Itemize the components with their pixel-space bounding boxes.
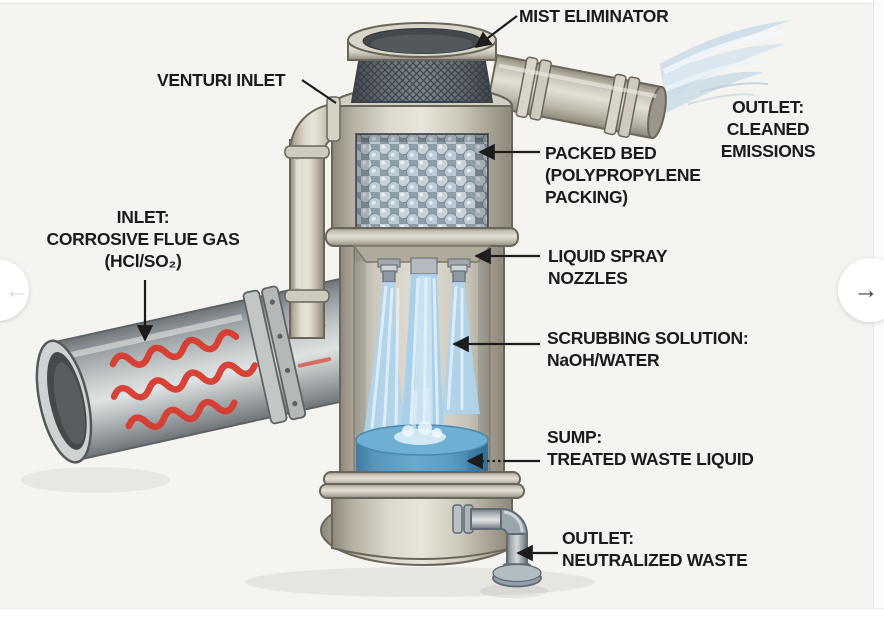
carousel-prev-button[interactable]: ← [0,259,30,321]
label-sump: SUMP: TREATED WASTE LIQUID [547,427,754,469]
bottom-page-edge [0,608,884,617]
cleaned-emissions-stream [660,20,792,113]
label-venturi-inlet: VENTURI INLET [157,70,286,90]
arrow-right-icon: → [853,275,879,304]
corrosive-gas-waves [109,329,258,430]
label-mist-eliminator: MIST ELIMINATOR [519,6,669,26]
label-scrubbing-solution: SCRUBBING SOLUTION: NaOH/WATER [547,328,749,370]
label-packed-bed: PACKED BED (POLYPROPYLENE PACKING) [545,143,701,207]
vessel-top-rim [347,22,497,61]
scrubber-vessel [319,22,526,566]
leader-lines [136,15,558,562]
packed-bed-window [355,133,489,231]
label-outlet-cleaned-emissions: OUTLET: CLEANED EMISSIONS [720,97,816,161]
outlet-pipe [485,53,667,140]
label-liquid-spray-nozzles: LIQUID SPRAY NOZZLES [548,246,668,288]
arrow-left-icon: ← [4,275,30,304]
carousel-next-button[interactable]: → [838,258,884,322]
spray-streams [364,274,480,450]
waste-drain-pipe [452,504,542,588]
label-inlet-corrosive-flue-gas: INLET: CORROSIVE FLUE GAS (HCl/SO₂) [46,207,240,271]
mist-eliminator-mesh [350,55,494,103]
top-border [0,3,874,4]
label-outlet-neutralized-waste: OUTLET: NEUTRALIZED WASTE [562,528,748,570]
spray-nozzles [352,245,492,283]
